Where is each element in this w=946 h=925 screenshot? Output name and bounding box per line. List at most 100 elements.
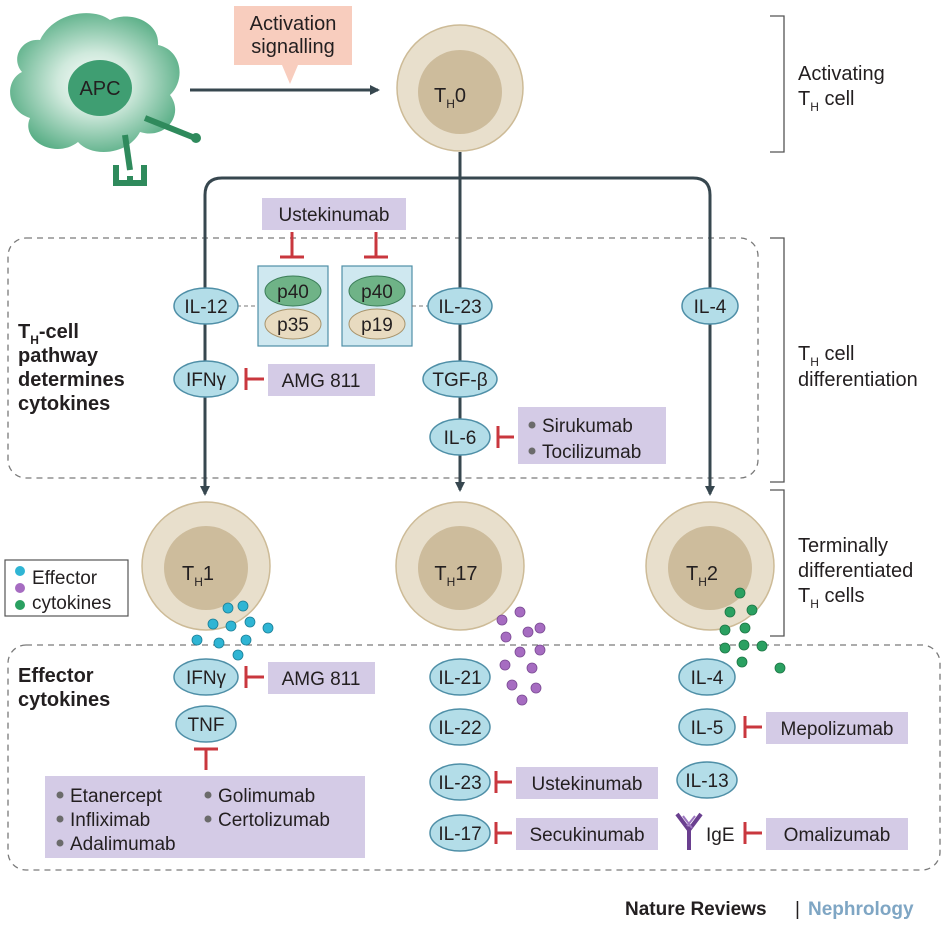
svg-text:cytokines: cytokines <box>18 689 110 711</box>
svg-text:Tocilizumab: Tocilizumab <box>542 442 641 463</box>
footer-section: Nephrology <box>808 899 914 920</box>
ustekinumab-bottom: Ustekinumab <box>494 767 658 799</box>
th17-cytokine-dots <box>496 606 546 706</box>
ifng-top-pill: IFNγ <box>173 360 239 398</box>
il17-pill: IL-17 <box>429 814 491 852</box>
ifng-effector-pill: IFNγ <box>173 658 239 696</box>
svg-text:IL-5: IL-5 <box>691 718 724 739</box>
svg-text:Terminally: Terminally <box>798 535 888 557</box>
svg-text:cytokines: cytokines <box>32 593 111 614</box>
secukinumab: Secukinumab <box>494 818 658 850</box>
svg-text:Etanercept: Etanercept <box>70 786 163 807</box>
svg-text:TH17: TH17 <box>434 563 477 589</box>
th1-cell: TH1 <box>141 501 271 631</box>
apc-cell: APC <box>10 13 201 186</box>
svg-text:AMG 811: AMG 811 <box>282 669 361 690</box>
label-terminal: Terminally differentiated TH cells <box>798 535 913 611</box>
bracket-differentiation <box>770 237 785 483</box>
il23-top-pill: IL-23 <box>427 287 493 325</box>
svg-text:AMG 811: AMG 811 <box>282 371 361 392</box>
th0-label: TH0 <box>434 85 466 111</box>
il4-effector-pill: IL-4 <box>678 658 736 696</box>
svg-text:TH1: TH1 <box>182 563 214 589</box>
il22-pill: IL-22 <box>429 708 491 746</box>
activation-signalling-callout: Activation signalling <box>234 6 352 84</box>
svg-text:determines: determines <box>18 369 125 391</box>
branch-lines <box>203 176 712 490</box>
ustekinumab-top-box <box>262 198 406 230</box>
tnf-pill: TNF <box>175 705 237 743</box>
svg-text:Mepolizumab: Mepolizumab <box>781 719 894 740</box>
mepolizumab: Mepolizumab <box>743 712 908 744</box>
amg811-bottom: AMG 811 <box>244 662 375 694</box>
tnf-inhibitors-box: Etanercept Infliximab Adalimumab Golimum… <box>45 776 365 858</box>
pathway-title: TH-cell pathway determines cytokines <box>18 321 125 415</box>
svg-text:differentiation: differentiation <box>798 369 918 391</box>
il21-pill: IL-21 <box>429 658 491 696</box>
footer-journal: Nature Reviews <box>625 899 767 920</box>
omalizumab: Omalizumab <box>743 818 908 850</box>
il12-pill: IL-12 <box>173 287 239 325</box>
bracket-activating <box>770 15 785 153</box>
p40b-label: p40 <box>361 282 393 303</box>
svg-text:IL-4: IL-4 <box>691 668 724 689</box>
th1-cytokine-dots <box>191 600 274 661</box>
activation-line2: signalling <box>251 36 334 58</box>
label-differentiation: TH cell differentiation <box>798 343 918 391</box>
bracket-terminal <box>770 489 785 637</box>
th0-cell: TH0 <box>396 24 524 152</box>
amg811-top: AMG 811 <box>244 364 375 396</box>
label-activating: Activating TH cell <box>798 63 885 114</box>
svg-text:IL-4: IL-4 <box>694 297 727 318</box>
svg-text:IFNγ: IFNγ <box>186 370 227 391</box>
svg-text:Sirukumab: Sirukumab <box>542 416 633 437</box>
svg-text:TH-cell: TH-cell <box>18 321 79 347</box>
svg-text:Adalimumab: Adalimumab <box>70 834 176 855</box>
svg-text:IL-13: IL-13 <box>685 771 728 792</box>
il6-inhibitors: Sirukumab Tocilizumab <box>496 407 666 464</box>
svg-text:IL-23: IL-23 <box>438 773 481 794</box>
il12-subunit-complex: p40 p35 <box>257 265 329 347</box>
svg-text:Ustekinumab: Ustekinumab <box>532 774 643 795</box>
svg-text:Effector: Effector <box>18 665 94 687</box>
svg-text:TH cell: TH cell <box>798 343 854 369</box>
p35-label: p35 <box>277 315 309 336</box>
il6-pill: IL-6 <box>429 418 491 456</box>
il4-top-pill: IL-4 <box>681 287 739 325</box>
svg-text:IL-6: IL-6 <box>444 428 477 449</box>
footer-separator: | <box>795 899 800 920</box>
legend: Effector cytokines <box>4 559 129 617</box>
svg-text:cytokines: cytokines <box>18 393 110 415</box>
p19-label: p19 <box>361 315 393 336</box>
svg-text:pathway: pathway <box>18 345 99 367</box>
activation-line1: Activation <box>250 13 337 35</box>
svg-text:differentiated: differentiated <box>798 560 913 582</box>
svg-text:Omalizumab: Omalizumab <box>784 825 891 846</box>
svg-text:IL-22: IL-22 <box>438 718 481 739</box>
svg-text:IL-12: IL-12 <box>184 297 227 318</box>
p40a-label: p40 <box>277 282 309 303</box>
differentiation-region <box>7 237 759 479</box>
ige-antibody-icon <box>675 812 703 850</box>
svg-text:TGF-β: TGF-β <box>432 370 487 391</box>
svg-text:Secukinumab: Secukinumab <box>529 825 644 846</box>
svg-text:Activating: Activating <box>798 63 885 85</box>
svg-text:Golimumab: Golimumab <box>218 786 315 807</box>
svg-text:Infliximab: Infliximab <box>70 810 150 831</box>
tnf-inhibit-icon <box>194 747 218 770</box>
svg-text:Effector: Effector <box>32 568 98 589</box>
effector-title: Effector cytokines <box>18 665 110 711</box>
th17-cell: TH17 <box>395 501 525 631</box>
apc-label: APC <box>79 78 120 100</box>
svg-text:TH cell: TH cell <box>798 88 854 114</box>
svg-text:IL-21: IL-21 <box>438 668 481 689</box>
tgfb-pill: TGF-β <box>422 360 498 398</box>
il23-effector-pill: IL-23 <box>429 763 491 801</box>
ige-label: IgE <box>706 825 735 846</box>
svg-text:TH2: TH2 <box>686 563 718 589</box>
apc-receptor-icon <box>113 115 201 186</box>
ustekinumab-inhibit-icons <box>280 232 388 259</box>
th2-cytokine-dots <box>719 587 786 674</box>
footer-credit: Nature Reviews | Nephrology <box>625 899 914 920</box>
